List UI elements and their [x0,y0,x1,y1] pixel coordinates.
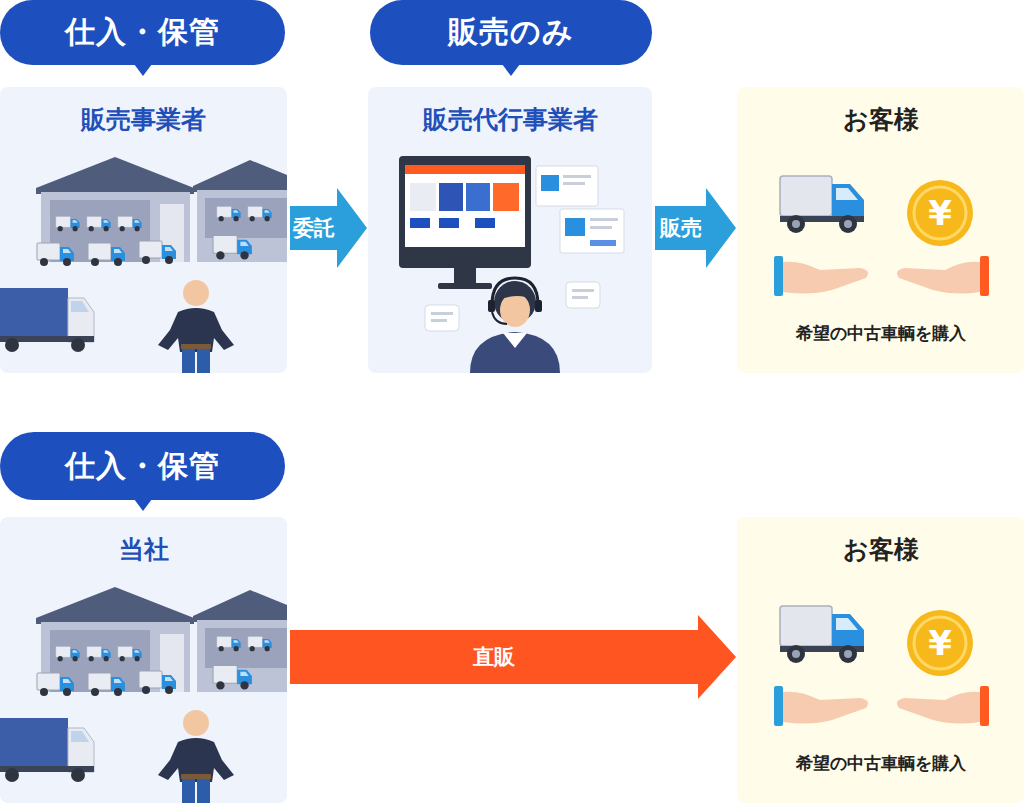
pill-tail [134,64,152,76]
pill-tail [134,499,152,511]
actor-box: 販売代行事業者 [368,87,652,373]
block-arrow [290,188,367,268]
agent-illustration [399,156,624,373]
actor-box: 当社 [0,517,287,803]
arrow-label: 直販 [470,642,518,672]
node-title: 販売代行事業者 [368,87,652,136]
actor-box: 販売事業者 [0,87,287,373]
coin-symbol: ¥ [928,193,952,233]
warehouse-illustration [0,157,287,373]
node-title: お客様 [737,517,1024,566]
coin-symbol: ¥ [928,623,952,663]
customer-box: お客様希望の中古車輌を購入 [737,517,1024,803]
node-title: 販売のみ [448,12,574,53]
arrow-label: 販売 [657,213,705,243]
category-pill: 販売のみ [370,0,652,65]
customer-illustration [774,176,989,296]
warehouse-illustration [0,587,287,803]
block-arrow [655,188,736,268]
category-pill: 仕入・保管 [0,432,285,500]
pill-tail [502,64,520,76]
customer-illustration [774,606,989,726]
node-body: 希望の中古車輌を購入 [737,322,1024,345]
node-title: 仕入・保管 [65,446,220,487]
category-pill: 仕入・保管 [0,0,285,65]
node-title: お客様 [737,87,1024,136]
node-title: 仕入・保管 [65,12,220,53]
node-title: 当社 [0,517,287,566]
node-body: 希望の中古車輌を購入 [737,752,1024,775]
arrow-label: 委託 [290,213,338,243]
block-arrow [290,615,736,699]
node-title: 販売事業者 [0,87,287,136]
customer-box: お客様希望の中古車輌を購入 [737,87,1024,373]
